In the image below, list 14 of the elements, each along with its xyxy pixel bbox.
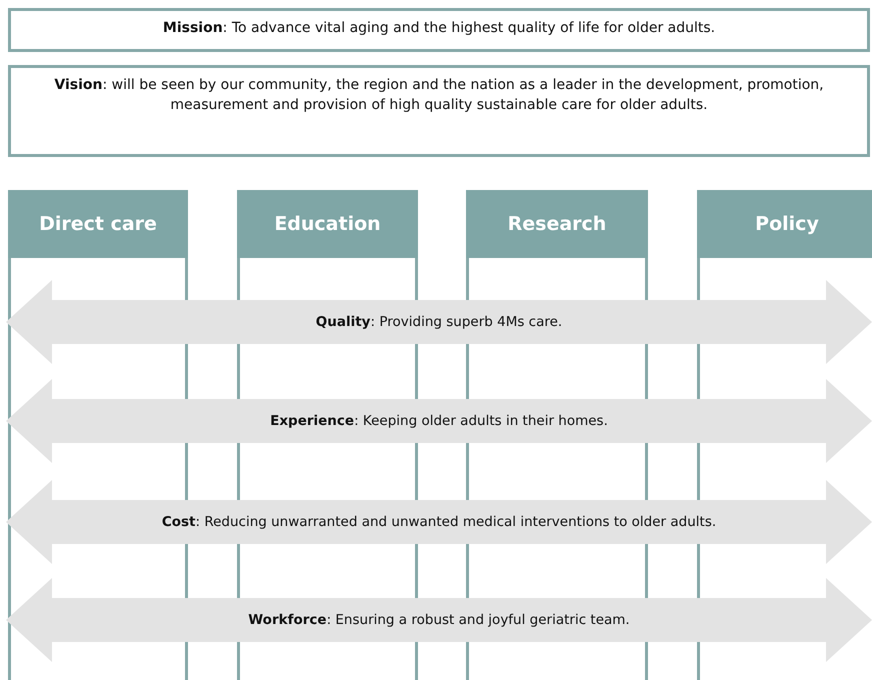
double-headed-arrow <box>6 578 872 662</box>
arrow-label: Quality: Providing superb 4Ms care. <box>314 314 564 330</box>
arrow-label: Cost: Reducing unwarranted and unwanted medical interventions to older adults. <box>160 514 718 530</box>
mission-box: Mission: To advance vital aging and the highest quality of life for older adults. <box>8 8 870 52</box>
double-headed-arrow <box>6 480 872 564</box>
pillar-header: Education <box>237 190 418 258</box>
vision-box: Vision: will be seen by our community, the region and the nation as a leader in the development, promotion, measurement and provision of high quality sustainable care for older adults. <box>8 65 870 157</box>
arrow-label: Workforce: Ensuring a robust and joyful geriatric team. <box>247 612 631 628</box>
pillar-header: Research <box>466 190 648 258</box>
pillar-header: Policy <box>697 190 872 258</box>
double-headed-arrow <box>6 280 872 364</box>
arrow-label: Experience: Keeping older adults in their homes. <box>269 413 609 429</box>
double-headed-arrow <box>6 379 872 463</box>
pillar-header: Direct care <box>8 190 188 258</box>
